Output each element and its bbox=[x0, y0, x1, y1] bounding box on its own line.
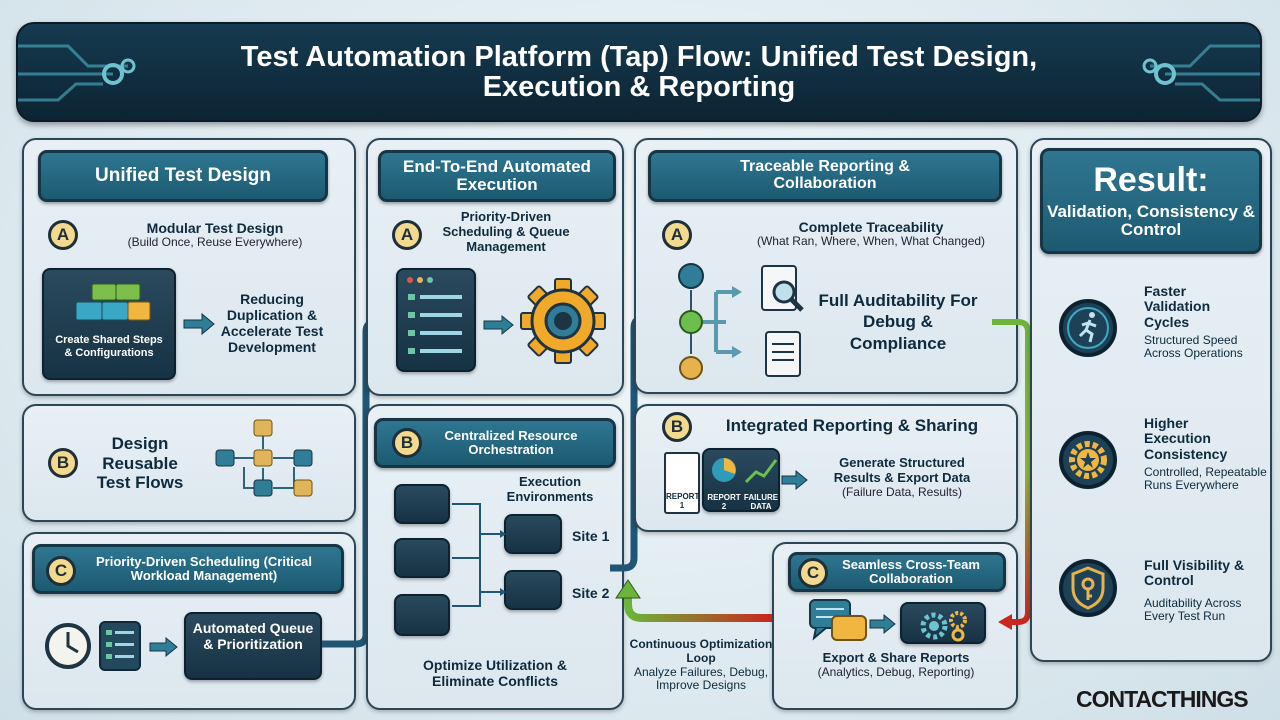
result-item-desc: Controlled, Repeatable Runs Everywhere bbox=[1144, 465, 1267, 493]
report-1-label: REPORT 1 bbox=[666, 491, 700, 510]
arrow-right-icon bbox=[149, 636, 178, 658]
traceability-tree-icon bbox=[678, 263, 804, 380]
result-item-title: Faster Validation Cycles bbox=[1144, 283, 1211, 330]
reporting-c-result: Export & Share Reports (Analytics, Debug… bbox=[800, 650, 992, 680]
design-badge-c: C bbox=[46, 556, 76, 586]
design-a-title: Modular Test Design bbox=[146, 220, 284, 236]
circuit-left-decoration bbox=[18, 44, 136, 102]
title-line-1: Test Automation Platform (Tap) Flow: Uni… bbox=[240, 41, 1038, 73]
checklist-icon bbox=[99, 621, 141, 671]
arrow-right-icon bbox=[869, 613, 896, 635]
page-title: Test Automation Platform (Tap) Flow: Uni… bbox=[158, 42, 1120, 103]
automated-queue-box: Automated Queue & Prioritization bbox=[184, 612, 322, 680]
execution-badge-a: A bbox=[392, 220, 422, 250]
optimization-loop-title: Continuous Optimization Loop bbox=[629, 637, 773, 665]
site-2-monitor bbox=[504, 570, 562, 610]
chat-bubbles-icon bbox=[809, 599, 867, 641]
title-banner: Test Automation Platform (Tap) Flow: Uni… bbox=[16, 22, 1262, 122]
reporting-c-result-title: Export & Share Reports bbox=[822, 650, 970, 665]
report-1-icon: REPORT 1 bbox=[664, 452, 700, 514]
site-1-label: Site 1 bbox=[572, 528, 610, 544]
reporting-b-result-title: Generate Structured Results & Export Dat… bbox=[833, 455, 971, 485]
design-a-result: Reducing Duplication & Accelerate Test D… bbox=[220, 291, 324, 356]
gears-box bbox=[900, 602, 986, 644]
building-blocks-icon bbox=[75, 283, 151, 321]
result-item-title: Full Visibility & Control bbox=[1144, 557, 1245, 589]
server-monitor bbox=[394, 484, 450, 524]
site-1-monitor bbox=[504, 514, 562, 554]
clock-icon bbox=[45, 623, 91, 669]
result-item-desc: Auditability Across Every Test Run bbox=[1144, 596, 1242, 624]
reporting-b-result: Generate Structured Results & Export Dat… bbox=[816, 455, 988, 500]
flow-diagram-icon bbox=[215, 419, 313, 497]
optimization-loop-subtitle: Analyze Failures, Debug, Improve Designs bbox=[633, 664, 769, 693]
gear-star-icon bbox=[1059, 431, 1117, 489]
brand-logo: CONTACTHINGS bbox=[1076, 686, 1249, 712]
execution-badge-b: B bbox=[392, 428, 422, 458]
report-2-label: REPORT 2 bbox=[707, 493, 741, 512]
reporting-header: Traceable Reporting & Collaboration bbox=[648, 150, 1002, 202]
gear-icon bbox=[520, 278, 606, 364]
execution-env-label: Execution Environments bbox=[506, 474, 594, 504]
automated-queue-label: Automated Queue & Prioritization bbox=[192, 620, 314, 653]
reporting-badge-a: A bbox=[662, 220, 692, 250]
optimization-loop-text: Continuous Optimization Loop Analyze Fai… bbox=[626, 637, 776, 693]
failure-data-label: FAILURE DATA bbox=[743, 493, 779, 512]
design-a-text: Modular Test Design (Build Once, Reuse E… bbox=[100, 220, 330, 250]
execution-a-title: Priority-Driven Scheduling & Queue Manag… bbox=[442, 209, 570, 254]
design-a-subtitle: (Build Once, Reuse Everywhere) bbox=[127, 235, 303, 250]
reporting-badge-c: C bbox=[798, 558, 828, 588]
execution-header: End-To-End Automated Execution bbox=[378, 150, 616, 202]
server-monitor bbox=[394, 538, 450, 578]
scheduling-header: Priority-Driven Scheduling (Critical Wor… bbox=[32, 544, 344, 594]
environment-connectors bbox=[452, 503, 506, 607]
design-b-title: Design Reusable Test Flows bbox=[96, 434, 184, 493]
shield-key-icon bbox=[1059, 559, 1117, 617]
result-item-desc: Structured Speed Across Operations bbox=[1144, 333, 1243, 361]
shared-steps-box: Create Shared Steps & Configurations bbox=[42, 268, 176, 380]
reporting-a-subtitle: (What Ran, Where, When, What Changed) bbox=[756, 234, 986, 249]
result-item: Higher Execution Consistency Controlled,… bbox=[1058, 415, 1268, 512]
gears-icon bbox=[920, 611, 967, 642]
result-item: Faster Validation Cycles Structured Spee… bbox=[1058, 283, 1268, 376]
reporting-a-title: Complete Traceability bbox=[798, 219, 944, 235]
reporting-b-title: Integrated Reporting & Sharing bbox=[725, 416, 979, 435]
running-person-icon bbox=[1059, 299, 1117, 357]
result-header-subtitle: Validation, Consistency & Control bbox=[1047, 202, 1255, 239]
result-header-big: Result: bbox=[1093, 161, 1209, 200]
reporting-b-result-subtitle: (Failure Data, Results) bbox=[841, 484, 963, 499]
reporting-a-text: Complete Traceability (What Ran, Where, … bbox=[716, 219, 1026, 249]
result-item: Full Visibility & Control Auditability A… bbox=[1058, 557, 1268, 638]
arrow-right-icon bbox=[483, 314, 514, 336]
result-item-title: Higher Execution Consistency bbox=[1144, 415, 1228, 462]
server-monitor bbox=[394, 594, 450, 636]
design-badge-b: B bbox=[48, 448, 78, 478]
design-badge-a: A bbox=[48, 220, 78, 250]
report-dashboard-icon: REPORT 2 FAILURE DATA bbox=[702, 448, 780, 512]
site-2-label: Site 2 bbox=[572, 585, 610, 601]
circuit-right-decoration bbox=[1142, 44, 1260, 102]
arrow-right-icon bbox=[183, 312, 215, 336]
arrow-right-icon bbox=[781, 469, 808, 491]
reporting-badge-b: B bbox=[662, 412, 692, 442]
shared-steps-label: Create Shared Steps & Configurations bbox=[55, 334, 163, 359]
reporting-c-result-subtitle: (Analytics, Debug, Reporting) bbox=[817, 664, 975, 679]
execution-footer: Optimize Utilization & Eliminate Conflic… bbox=[423, 657, 567, 690]
optimization-loop-arrow bbox=[615, 579, 772, 622]
design-header: Unified Test Design bbox=[38, 150, 328, 202]
title-line-2: Execution & Reporting bbox=[482, 71, 796, 104]
result-header: Result: Validation, Consistency & Contro… bbox=[1040, 148, 1262, 254]
reporting-a-result: Full Auditability For Debug & Compliance bbox=[818, 291, 978, 353]
queue-list-icon bbox=[396, 268, 476, 372]
